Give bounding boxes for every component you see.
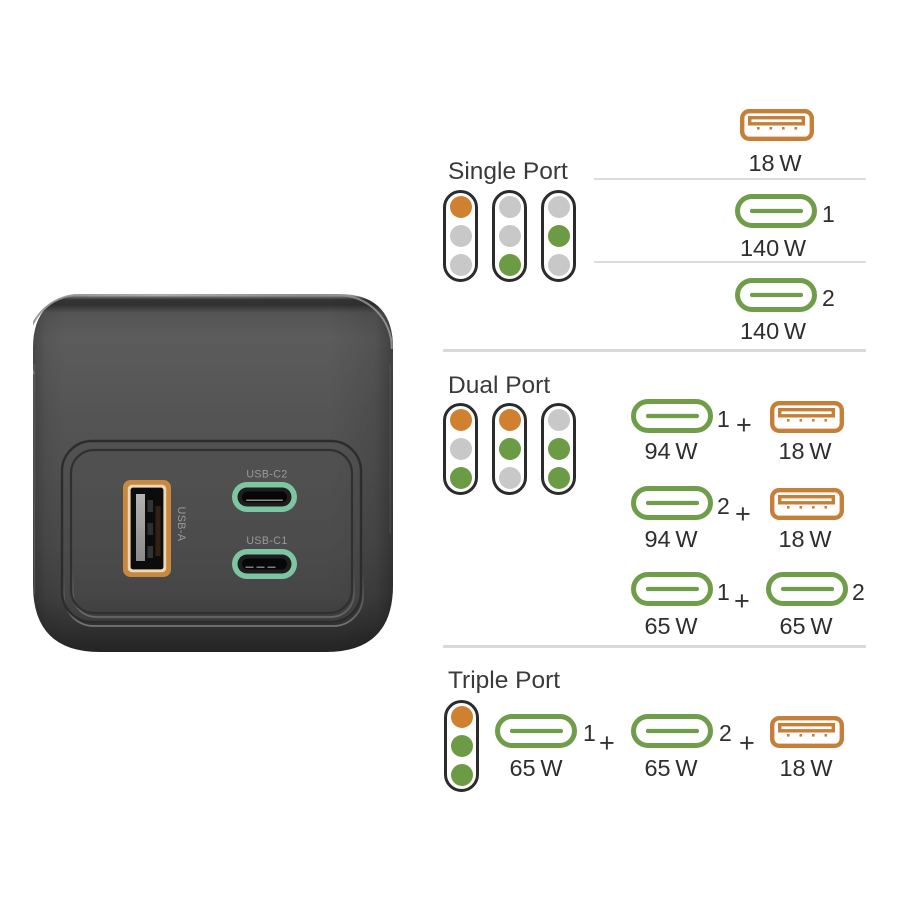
svg-text:USB-A: USB-A [175, 507, 187, 542]
svg-text:USB-C1: USB-C1 [246, 535, 287, 547]
svg-text:USB-C2: USB-C2 [246, 469, 287, 481]
